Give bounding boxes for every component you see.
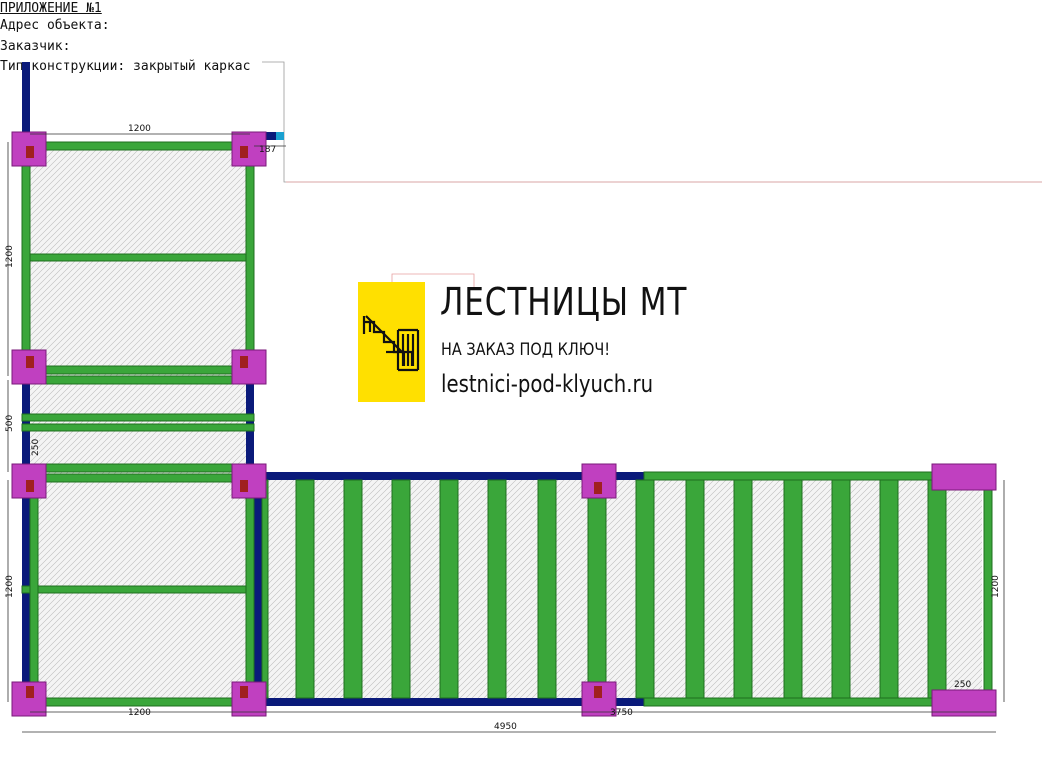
address-label: Адрес объекта: bbox=[0, 18, 110, 33]
dim-small-step-left: 250 bbox=[31, 439, 41, 456]
brand-name: ЛЕСТНИЦЫ МТ bbox=[440, 280, 688, 324]
logo-badge bbox=[358, 282, 425, 402]
dim-offset-right: 187 bbox=[259, 145, 276, 155]
customer-label: Заказчик: bbox=[0, 39, 71, 54]
brand-tagline: НА ЗАКАЗ ПОД КЛЮЧ! bbox=[441, 340, 611, 360]
brand-url[interactable]: lestnici-pod-klyuch.ru bbox=[441, 370, 654, 398]
support-plates bbox=[11, 131, 997, 717]
dimension-lines bbox=[7, 133, 1005, 733]
appendix-title: ПРИЛОЖЕНИЕ №1 bbox=[0, 1, 102, 16]
dim-bottom-left: 1200 bbox=[128, 708, 151, 718]
dim-total-length: 4950 bbox=[494, 722, 517, 732]
dim-bottom-mid: 3750 bbox=[610, 708, 633, 718]
construction-type: Тип конструкции: закрытый каркас bbox=[0, 59, 251, 74]
dim-top-height: 1200 bbox=[5, 245, 15, 268]
stair-icon bbox=[362, 315, 420, 372]
helper-lines bbox=[262, 61, 1042, 288]
dim-top-width: 1200 bbox=[128, 124, 151, 134]
dim-lower-height: 1200 bbox=[5, 575, 15, 598]
support-bolts bbox=[26, 146, 602, 698]
dim-right-small: 250 bbox=[954, 680, 971, 690]
green-step-bars bbox=[261, 479, 947, 699]
dim-gap-height: 500 bbox=[5, 415, 15, 432]
dim-right-height: 1200 bbox=[991, 575, 1001, 598]
